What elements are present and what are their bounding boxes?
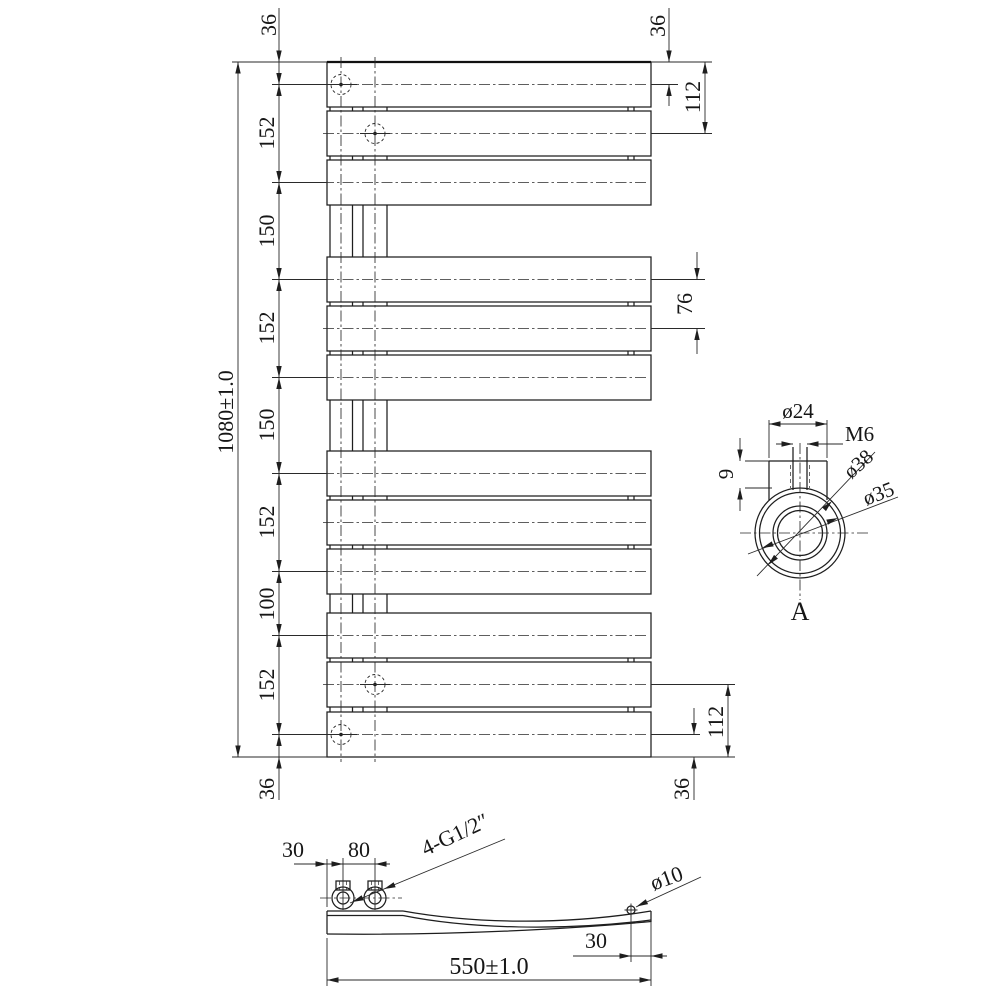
radiator-bars	[326, 60, 652, 758]
dim-boss-height: 9	[714, 469, 738, 480]
detail-a-view: ø24 M6 ø38 ø35 9 A	[714, 399, 899, 626]
dim-chain-152-d: 152	[254, 669, 279, 702]
mounting-holes	[330, 74, 386, 745]
dim-pipe-spacing: 80	[348, 837, 370, 862]
collector-pipe-edges	[329, 107, 388, 712]
dim-tube-diameter: ø35	[859, 477, 897, 511]
dim-edge-to-pipe: 30	[282, 837, 304, 862]
phi10-cross	[624, 903, 638, 917]
dim-chain-150-b: 150	[254, 409, 279, 442]
dim-chain-top-36: 36	[256, 14, 281, 36]
dim-right-top-36: 36	[645, 15, 670, 37]
dim-overall-width: 550±1.0	[449, 954, 528, 980]
dim-overall-height: 1080±1.0	[213, 370, 238, 454]
m6-thread-lines	[790, 465, 810, 488]
dim-chain-100: 100	[254, 588, 279, 621]
detail-extension-lines	[745, 420, 828, 489]
panel-bottom-curve	[326, 920, 652, 935]
dim-right-bottom-36: 36	[669, 778, 694, 800]
dim-chain-152-c: 152	[254, 506, 279, 539]
dim-chain-bottom-36: 36	[254, 778, 279, 800]
dim-hole-diameter: ø10	[647, 861, 687, 896]
panel-inner-curve	[402, 914, 652, 928]
boss-outline	[768, 460, 828, 500]
dim-thread-size: M6	[845, 422, 874, 446]
dim-boss-diameter: ø24	[782, 399, 814, 423]
dim-chain-152-a: 152	[254, 117, 279, 150]
front-view: 1080±1.0 36 152 150 152 150 152 100 152 …	[213, 8, 735, 800]
detail-label: A	[791, 597, 810, 626]
m6-stud	[792, 447, 808, 490]
dim-right-top-112: 112	[680, 81, 705, 113]
dim-outer-diameter: ø38	[839, 444, 878, 483]
label-connection-thread: 4-G1/2″	[417, 808, 492, 861]
panel-profile	[326, 910, 652, 935]
panel-flat-strip	[327, 910, 403, 917]
arrowheads-front	[235, 50, 731, 769]
bar-centerlines	[323, 84, 648, 735]
dim-chain-152-b: 152	[254, 312, 279, 345]
extension-lines	[232, 61, 735, 758]
dimension-lines	[237, 8, 729, 800]
pipe-centerlines	[340, 57, 376, 762]
bar-joint-ticks	[627, 107, 635, 712]
dim-bar-pitch-76: 76	[672, 293, 697, 315]
panel-top-curve	[402, 910, 652, 922]
g-half-leader	[349, 838, 506, 904]
dim-hole-to-edge: 30	[585, 928, 607, 953]
dim-right-bottom-112: 112	[703, 706, 728, 738]
side-view: 30 80 4-G1/2″ ø10 30 550±1.0	[282, 808, 702, 986]
dim-chain-150-a: 150	[254, 215, 279, 248]
side-extension-lines	[326, 858, 652, 986]
cap-thread-ticks	[339, 881, 379, 890]
